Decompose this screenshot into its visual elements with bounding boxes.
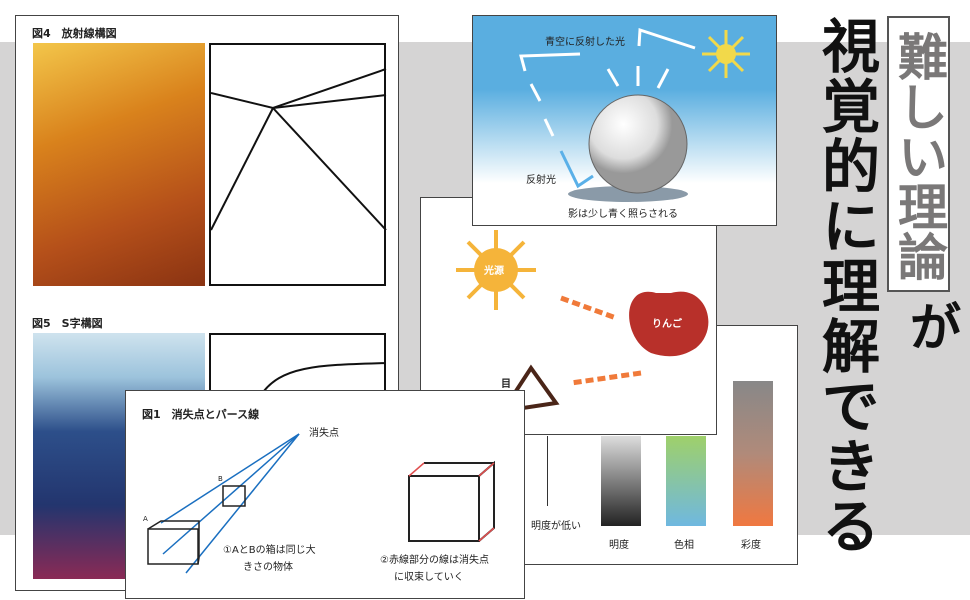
box-b-label: B <box>218 475 223 483</box>
saturation-label: 彩度 <box>741 540 761 551</box>
headline-boxed: 難しい理論 <box>887 16 950 292</box>
saturation-swatch <box>733 381 773 526</box>
hue-swatch <box>666 436 706 526</box>
apple-shape <box>629 291 709 357</box>
apple-label: りんご <box>652 319 682 330</box>
note2-line2: に収束していく <box>394 572 464 583</box>
eye-label: 目 <box>501 379 511 390</box>
note1-line1: ①AとBの箱は同じ大 <box>223 545 316 556</box>
arrow-down-line <box>547 436 548 506</box>
page-fig1: 図1 消失点とパース線 消失点 A B ①AとBの箱は同じ大 きさの物体 ②赤線… <box>125 390 525 599</box>
eye-shape <box>498 364 560 414</box>
sphere <box>588 94 688 194</box>
fig4-illustration <box>33 43 205 286</box>
note2-line1: ②赤線部分の線は消失点 <box>380 555 489 566</box>
headline-main: 視覚的に理解できる <box>812 16 880 556</box>
hue-label: 色相 <box>674 540 694 551</box>
shadow-label: 影は少し青く照らされる <box>568 209 678 220</box>
vanishing-point-label: 消失点 <box>309 428 339 439</box>
fig5-caption: 図5 S字構図 <box>32 317 103 330</box>
value-label: 明度 <box>609 540 629 551</box>
sky-light-label: 青空に反射した光 <box>545 37 625 48</box>
headline-particle: が <box>900 300 960 352</box>
fig4-caption: 図4 放射線構図 <box>32 27 117 40</box>
fig1-caption: 図1 消失点とパース線 <box>142 408 260 421</box>
low-value-label: 明度が低い <box>531 521 581 532</box>
reflected-light-label: 反射光 <box>526 175 556 186</box>
value-swatch <box>601 436 641 526</box>
note1-line2: きさの物体 <box>243 562 293 573</box>
page-sphere: 青空に反射した光 反射光 影は少し青く照らされる <box>472 15 777 226</box>
light-source-circle <box>474 248 518 292</box>
box-a-label: A <box>143 515 148 523</box>
fig4-diagram <box>209 43 387 286</box>
light-source-label: 光源 <box>484 266 504 277</box>
